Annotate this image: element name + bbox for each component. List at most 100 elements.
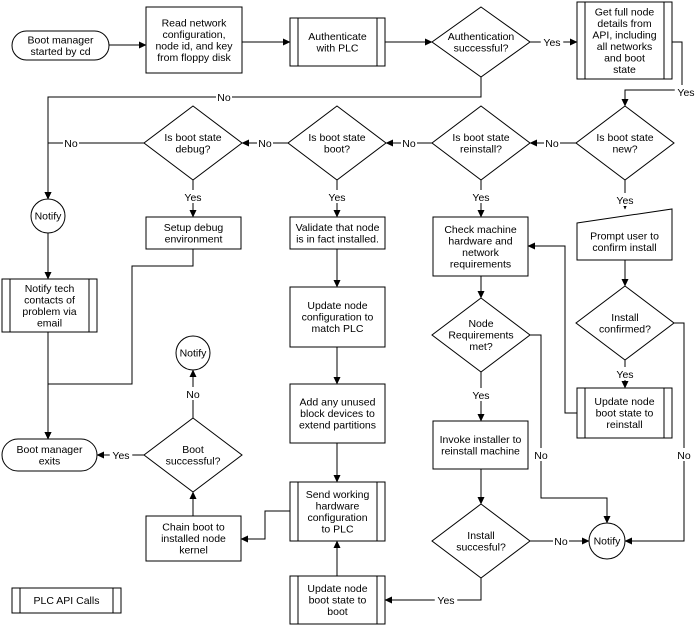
edge-label-reinstall-yes: Yes xyxy=(469,190,493,204)
edge-label-req-no: No xyxy=(533,448,549,462)
edge-setup-exits xyxy=(44,249,194,440)
svg-text:No: No xyxy=(217,92,231,104)
edge-label-new-no: No xyxy=(544,136,560,150)
svg-text:Yes: Yes xyxy=(543,37,560,49)
svg-text:Yes: Yes xyxy=(437,595,454,607)
node-legend: PLC API Calls xyxy=(11,587,122,614)
notify_2-label: Notify xyxy=(180,348,208,360)
edge-label-new-yes: Yes xyxy=(613,193,637,207)
svg-text:No: No xyxy=(258,138,272,150)
edge-isdebug-notify1 xyxy=(44,142,144,200)
svg-text:No: No xyxy=(677,450,691,462)
edge-label-auth-yes: Yes xyxy=(540,35,564,49)
svg-text:Yes: Yes xyxy=(328,192,345,204)
svg-text:No: No xyxy=(554,536,568,548)
edge-label-new-yes: Yes xyxy=(674,85,695,99)
svg-text:No: No xyxy=(402,138,416,150)
svg-text:Yes: Yes xyxy=(472,390,489,402)
svg-text:No: No xyxy=(545,138,559,150)
edge-label-confirmed-no: No xyxy=(676,448,692,462)
notify_1-label: Notify xyxy=(35,211,63,223)
edge-req-notify3 xyxy=(530,334,611,524)
node-notify-2: Notify xyxy=(175,335,211,371)
edge-send-chain xyxy=(240,510,290,543)
svg-text:Yes: Yes xyxy=(616,195,633,207)
edge-label-boot-yes: Yes xyxy=(325,190,349,204)
notify_3-label: Notify xyxy=(594,536,622,548)
edge-confirmed-notify3 xyxy=(624,322,685,545)
node-notify-1: Notify xyxy=(30,198,66,234)
svg-text:Yes: Yes xyxy=(112,450,129,462)
svg-text:No: No xyxy=(64,138,78,150)
edge-label-req-yes: Yes xyxy=(469,388,493,402)
edge-label-reinstall-no: No xyxy=(401,136,417,150)
svg-text:No: No xyxy=(186,389,200,401)
node-notify-3: Notify xyxy=(588,522,626,560)
edge-label-debug-yes: Yes xyxy=(181,190,205,204)
edge-label-bootok-yes: Yes xyxy=(109,448,133,462)
edge-update-check xyxy=(527,242,577,414)
svg-text:Yes: Yes xyxy=(677,87,694,99)
svg-text:Yes: Yes xyxy=(472,192,489,204)
svg-text:Yes: Yes xyxy=(184,192,201,204)
edge-label-debug-no: No xyxy=(63,136,79,150)
svg-text:Yes: Yes xyxy=(616,369,633,381)
edge-label-confirmed-yes: Yes xyxy=(613,367,637,381)
legend-label: PLC API Calls xyxy=(34,595,100,607)
edge-label-install-no: No xyxy=(553,534,569,548)
edge-label-install-yes: Yes xyxy=(434,593,458,607)
edge-label-bootok-no: No xyxy=(185,387,201,401)
edge-label-auth-no: No xyxy=(216,90,232,104)
edge-label-boot-no: No xyxy=(257,136,273,150)
svg-text:No: No xyxy=(534,450,548,462)
